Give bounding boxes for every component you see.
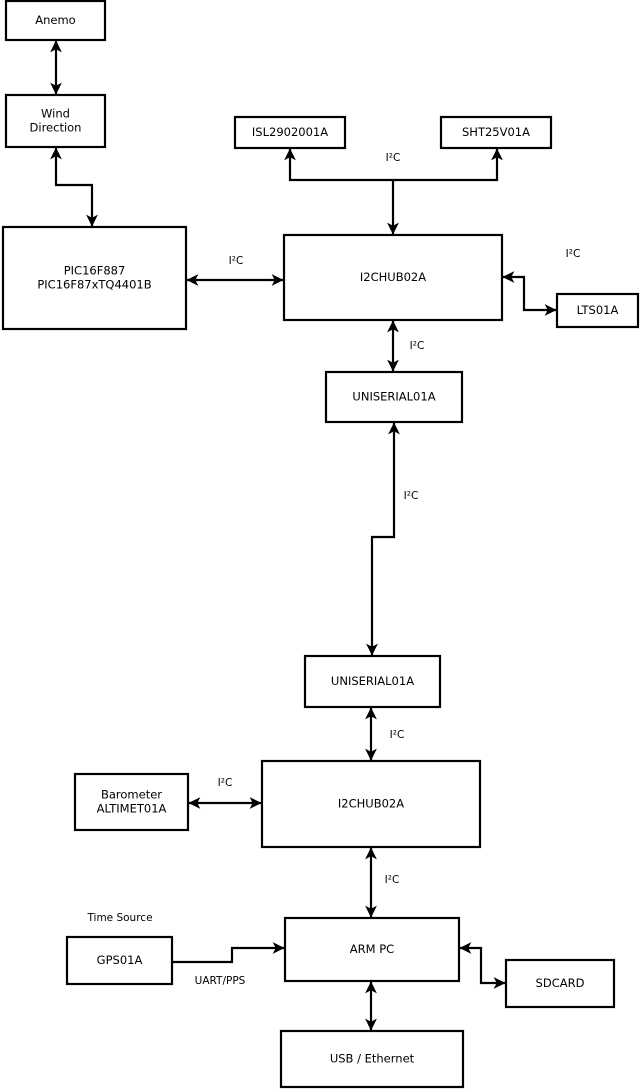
node-box-wind[interactable] [4,93,107,149]
node-hub2[interactable]: I2CHUB02A [260,759,482,849]
edge-label-hub1-sensors: I²C [386,152,401,164]
node-label-barometer: Barometer [101,788,162,802]
edge-hub1-lts: I²C [502,248,581,316]
node-box-usbeth[interactable] [279,1029,465,1089]
node-box-pic[interactable] [1,225,188,331]
node-uniserial2[interactable]: UNISERIAL01A [303,654,442,709]
edge-line-hub1-lts [502,271,557,316]
node-box-anemo[interactable] [4,0,107,42]
edge-label-gps-armpc: UART/PPS [195,975,246,987]
node-label-isl: ISL2902001A [252,125,328,139]
node-box-uniserial1[interactable] [324,370,464,424]
node-box-armpc[interactable] [283,916,461,983]
edge-wind-pic [50,147,98,227]
edge-uniserial1-uniserial2: I²C [366,422,419,656]
node-box-lts[interactable] [555,292,640,329]
node-label-sht: SHT25V01A [462,125,530,139]
edge-line-armpc-sdcard [459,942,506,989]
node-hub1[interactable]: I2CHUB02A [282,233,504,322]
edges-layer: I²C I²C I²C I²C I²C I²C I²C I²C UART/PPS [50,40,581,1031]
node-lts[interactable]: LTS01A [555,292,640,329]
edge-label-hub1-lts: I²C [566,248,581,260]
edge-pic-hub1: I²C [186,255,284,286]
edge-armpc-sdcard [459,942,506,989]
edge-label-uniserial1-uniserial2: I²C [404,490,419,502]
node-box-sdcard[interactable] [504,958,616,1009]
edge-line-wind-pic [50,147,98,227]
node-box-sht[interactable] [439,115,553,150]
node-isl[interactable]: ISL2902001A [233,115,347,150]
label-time-source: Time Source [86,912,152,924]
edge-line-gps-armpc [173,942,285,964]
edge-hub2-armpc: I²C [365,847,400,918]
node-box-gps[interactable] [65,935,174,986]
node-anemo[interactable]: Anemo [4,0,107,42]
node-armpc[interactable]: ARM PC [283,916,461,983]
node-label-lts: LTS01A [577,303,619,317]
node-uniserial1[interactable]: UNISERIAL01A [324,370,464,424]
node-label-sdcard: SDCARD [536,976,585,990]
node-label-anemo: Anemo [35,13,75,27]
edge-hub1-uniserial1: I²C [387,320,425,372]
edge-label-pic-hub1: I²C [229,255,244,267]
edge-uniserial2-hub2: I²C [365,707,405,761]
free-labels-layer: Time Source [86,912,152,924]
node-usbeth[interactable]: USB / Ethernet [279,1029,465,1089]
edge-label-barometer-hub2: I²C [218,777,233,789]
node-label-uniserial1: UNISERIAL01A [352,390,435,404]
edge-label-uniserial2-hub2: I²C [390,729,405,741]
node-box-hub2[interactable] [260,759,482,849]
edge-gps-armpc: UART/PPS [173,942,285,987]
edge-line-uniserial1-uniserial2 [366,422,400,656]
node-label-pic: PIC16F887 [64,264,126,278]
node-label-usbeth: USB / Ethernet [330,1052,415,1066]
node-box-hub1[interactable] [282,233,504,322]
node-sdcard[interactable]: SDCARD [504,958,616,1009]
edge-label-hub2-armpc: I²C [385,874,400,886]
node-label-wind: Wind [41,107,70,121]
edge-hub1-sensors: I²C [284,148,503,182]
node-gps[interactable]: GPS01A [65,935,174,986]
node-box-barometer[interactable] [73,772,190,832]
node-label-pic: PIC16F87xTQ4401B [37,278,151,292]
node-label-hub1: I2CHUB02A [360,270,426,284]
node-label-armpc: ARM PC [350,942,394,956]
node-sht[interactable]: SHT25V01A [439,115,553,150]
node-box-isl[interactable] [233,115,347,150]
node-label-wind: Direction [30,121,82,135]
node-label-hub2: I2CHUB02A [338,797,404,811]
edge-label-hub1-uniserial1: I²C [410,340,425,352]
node-box-uniserial2[interactable] [303,654,442,709]
edge-barometer-hub2: I²C [188,777,262,809]
node-label-barometer: ALTIMET01A [97,802,167,816]
node-label-gps: GPS01A [97,953,143,967]
node-label-uniserial2: UNISERIAL01A [331,674,414,688]
